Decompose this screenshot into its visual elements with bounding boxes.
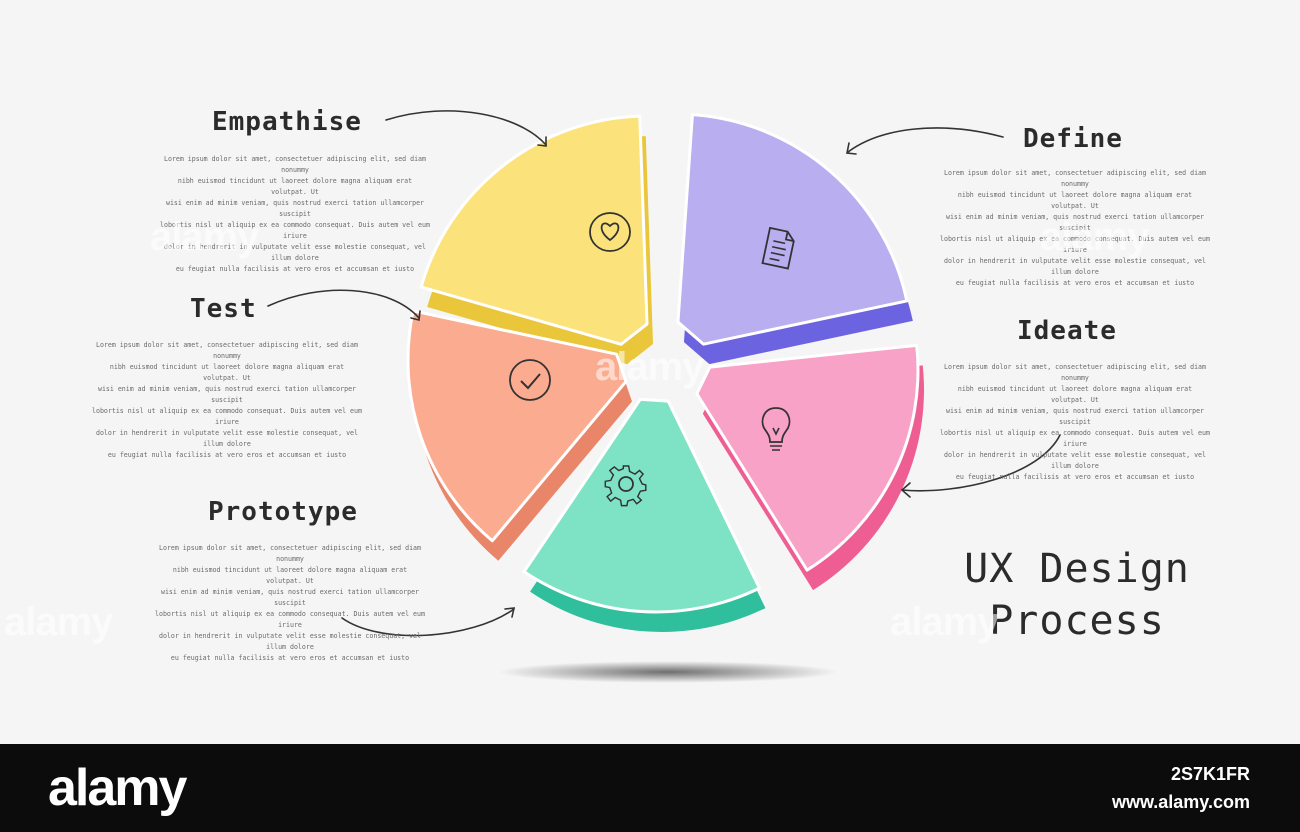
alamy-logo: alamy	[48, 759, 187, 817]
ux-process-pie-diagram	[267, 110, 1061, 683]
lightbulb-icon	[761, 407, 791, 451]
pie-slice-define	[676, 113, 909, 346]
pie-slice-test	[406, 309, 628, 543]
site-url-label: www.alamy.com	[1111, 792, 1250, 812]
stage-description-define: Lorem ipsum dolor sit amet, consectetuer…	[940, 169, 1210, 287]
stage-description-prototype: Lorem ipsum dolor sit amet, consectetuer…	[155, 544, 425, 662]
pie-slice-ideate	[695, 343, 920, 572]
watermark-overlay-4: alamy	[4, 600, 113, 644]
arrow-empathise	[385, 110, 547, 146]
pie-shadow	[498, 661, 838, 683]
stock-footer-bar: alamy 2S7K1FR www.alamy.com	[0, 744, 1300, 832]
arrowhead-prototype	[504, 607, 516, 618]
arrowhead-define	[846, 142, 857, 155]
watermark-overlay-2: alamy	[595, 345, 704, 389]
diagram-title-line-1: UX Design	[964, 546, 1190, 592]
arrowhead-test	[410, 310, 421, 321]
arrowhead-ideate	[900, 482, 911, 498]
stage-description-test: Lorem ipsum dolor sit amet, consectetuer…	[92, 341, 362, 459]
arrowhead-empathise	[537, 136, 547, 147]
gear-icon	[604, 465, 647, 507]
watermark-overlay-1: alamy	[150, 215, 259, 259]
stage-heading-define: Define	[1023, 124, 1123, 154]
pie-slice-prototype	[522, 397, 761, 614]
checkmark-circle-icon	[509, 359, 551, 401]
arrow-test	[267, 289, 420, 319]
watermark-overlay-3: alamy	[1040, 215, 1149, 259]
diagram-title-line-2: Process	[989, 598, 1165, 644]
arrow-define	[847, 127, 1004, 153]
document-icon	[761, 226, 795, 270]
watermark-overlay-5: alamy	[890, 600, 999, 644]
stage-description-ideate: Lorem ipsum dolor sit amet, consectetuer…	[940, 363, 1210, 481]
pie-slice-empathise	[419, 114, 649, 346]
stage-heading-test: Test	[190, 294, 257, 324]
stage-heading-empathise: Empathise	[212, 107, 362, 137]
heart-icon	[589, 212, 631, 252]
stage-heading-prototype: Prototype	[208, 497, 358, 527]
stage-heading-ideate: Ideate	[1017, 316, 1117, 346]
diagram-title: UX Design Process	[962, 543, 1192, 647]
image-id-label: 2S7K1FR	[1170, 764, 1250, 784]
stage-description-empathise: Lorem ipsum dolor sit amet, consectetuer…	[160, 155, 430, 273]
arrow-ideate	[901, 434, 1061, 492]
arrow-prototype	[341, 608, 515, 637]
